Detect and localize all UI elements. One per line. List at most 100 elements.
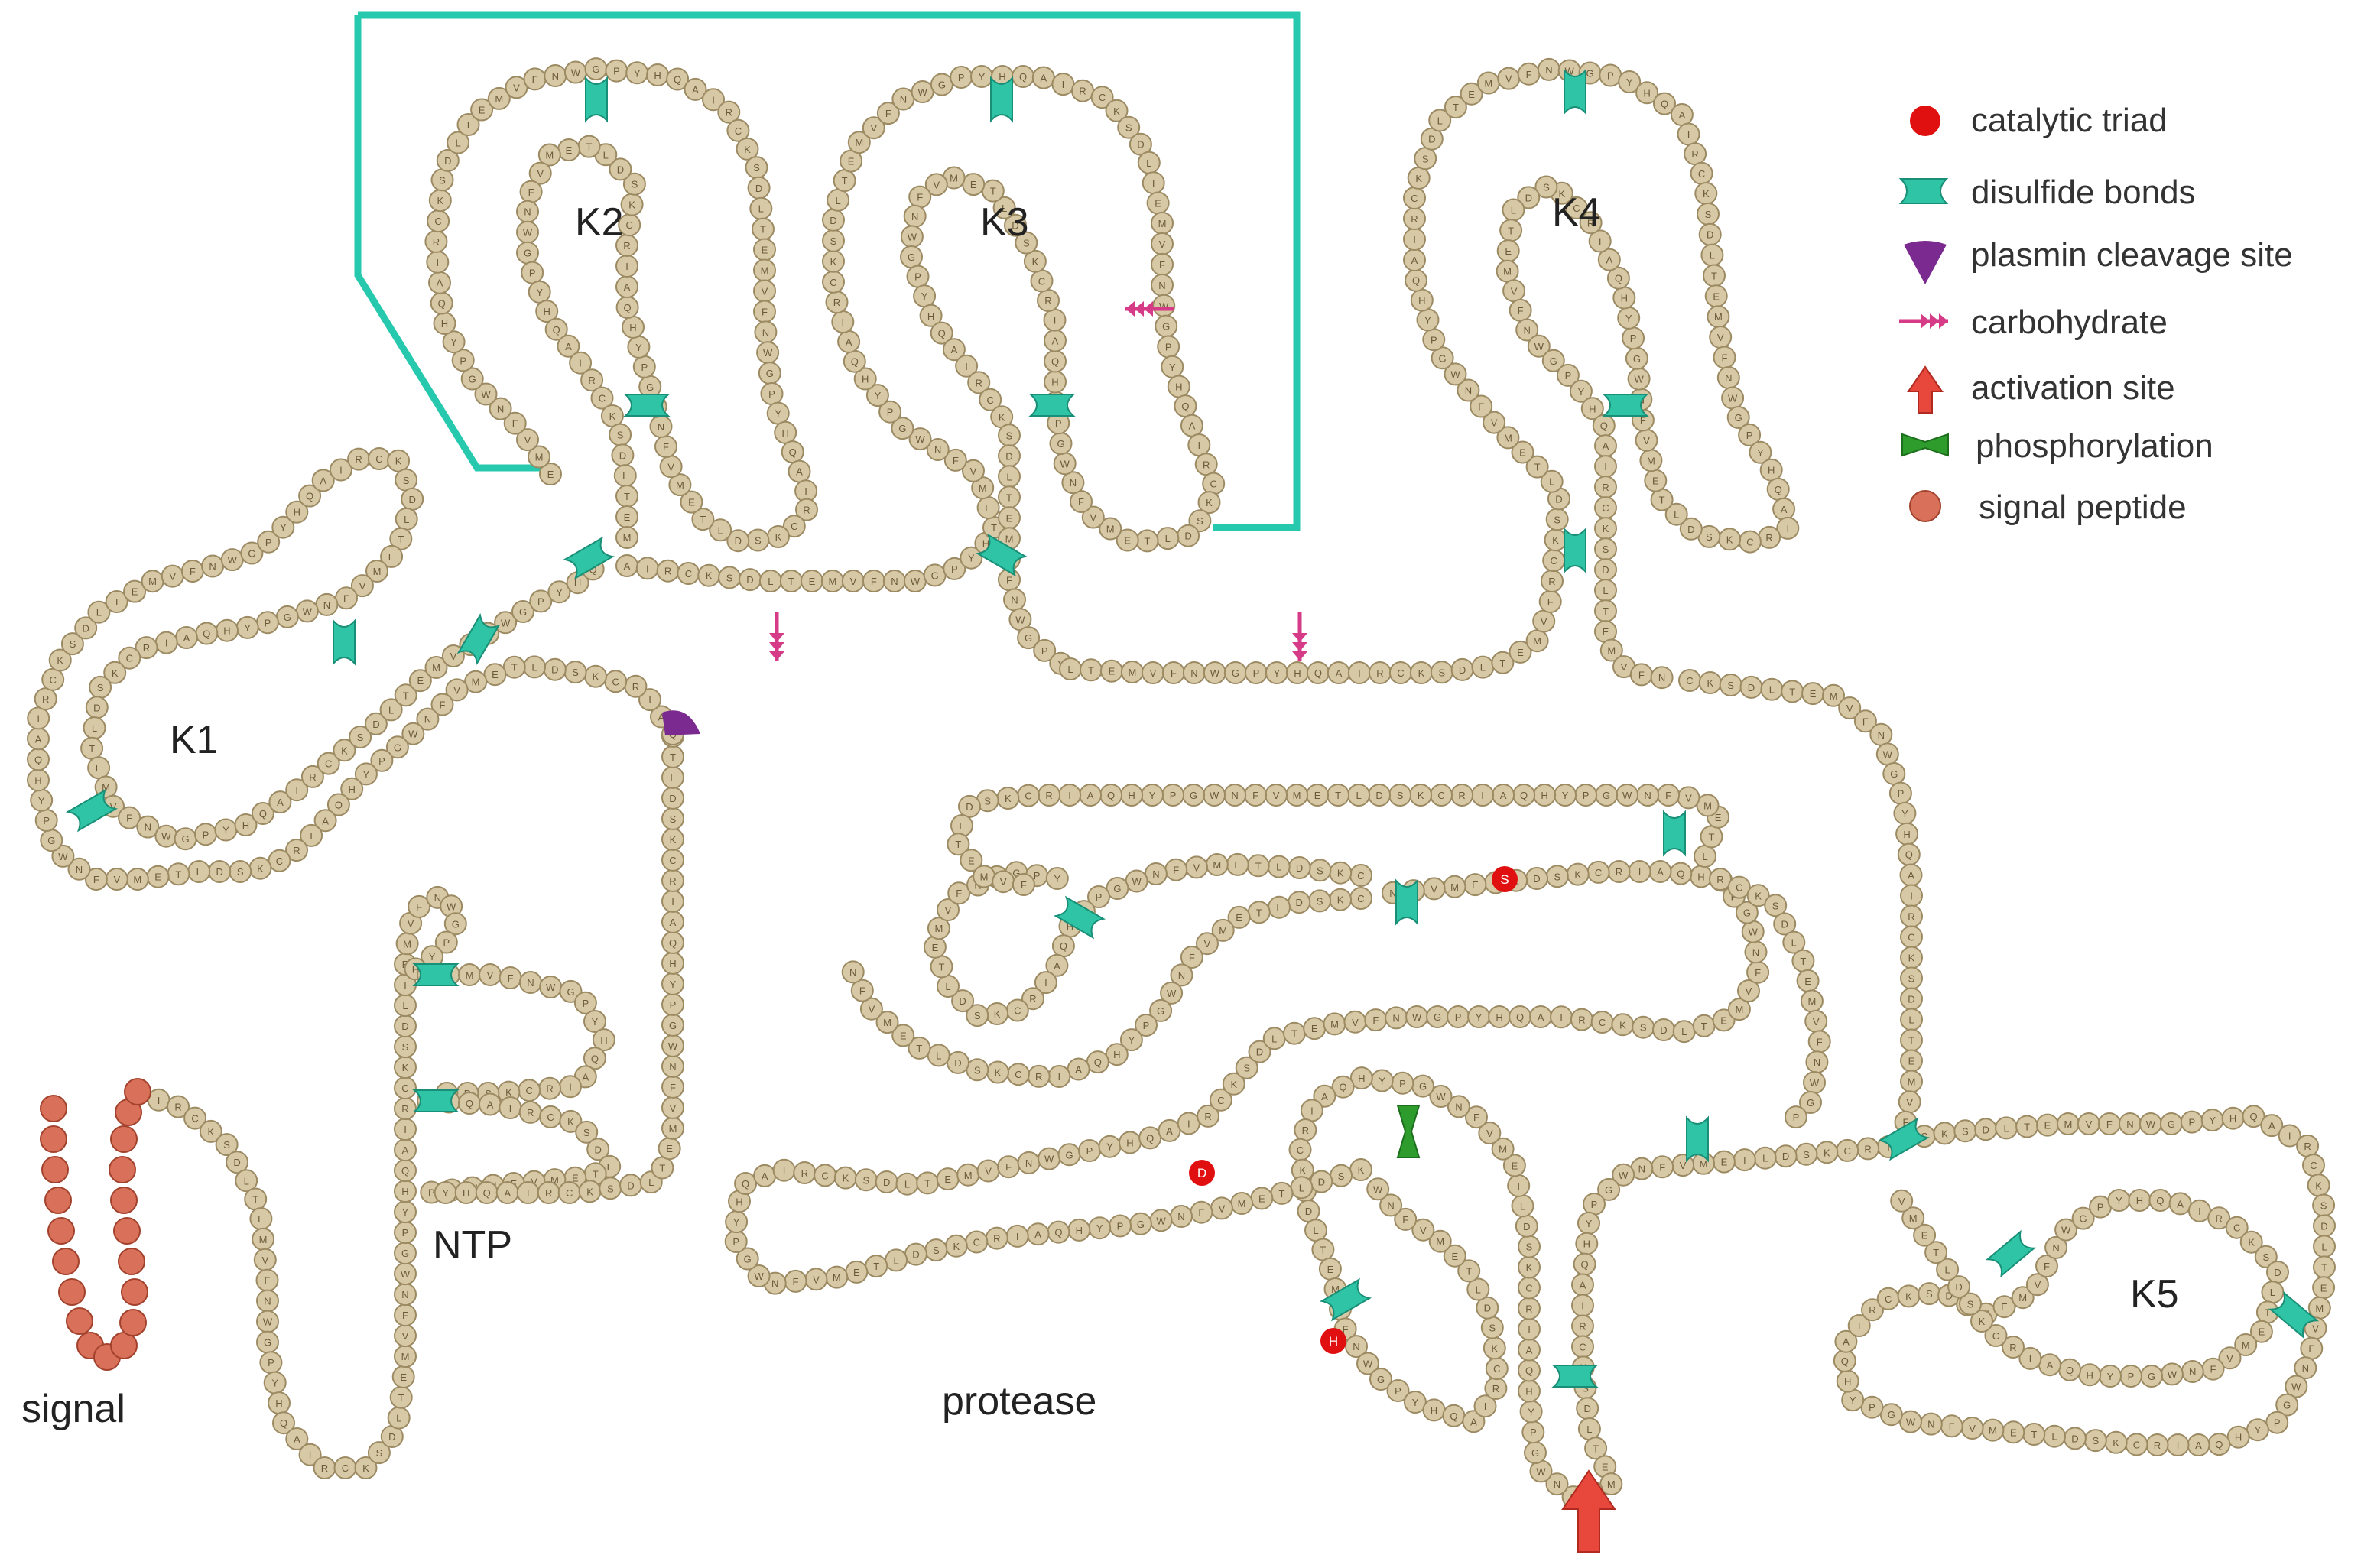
residue-letter: K bbox=[1726, 534, 1733, 545]
residue-bead bbox=[1034, 971, 1057, 995]
residue-bead bbox=[365, 560, 388, 583]
residue-letter: N bbox=[1158, 280, 1165, 291]
residue-letter: K bbox=[2315, 1180, 2322, 1191]
residue-letter: P bbox=[1086, 1145, 1093, 1157]
residue-bead bbox=[2002, 1336, 2025, 1359]
residue-letter: M bbox=[466, 969, 474, 981]
residue-letter: F bbox=[1640, 414, 1646, 426]
residue-letter: M bbox=[550, 1174, 559, 1186]
residue-letter: T bbox=[1701, 1021, 1707, 1032]
residue-bead bbox=[1457, 378, 1480, 402]
catalytic-residue-his bbox=[1320, 1328, 1346, 1354]
residue-letter: H bbox=[1113, 1049, 1120, 1060]
residue-letter: Y bbox=[38, 795, 45, 807]
residue-bead bbox=[67, 857, 91, 881]
legend-cleavage-marker bbox=[1904, 241, 1947, 284]
residue-letter: E bbox=[1451, 1251, 1458, 1262]
residue-letter: D bbox=[1584, 1403, 1591, 1414]
residue-bead bbox=[795, 498, 818, 521]
residue-letter: C bbox=[1736, 882, 1742, 894]
residue-letter: R bbox=[293, 845, 300, 856]
residue-letter: V bbox=[1159, 239, 1166, 250]
residue-letter: P bbox=[265, 617, 271, 628]
residue-letter: F bbox=[1402, 1214, 1408, 1226]
signal-peptide-bead bbox=[66, 1307, 93, 1335]
residue-letter: N bbox=[1725, 372, 1732, 384]
residue-letter: K bbox=[830, 256, 837, 268]
residue-letter: N bbox=[1752, 946, 1759, 958]
residue-letter: G bbox=[1550, 355, 1557, 367]
residue-letter: S bbox=[1338, 1170, 1345, 1182]
residue-letter: G bbox=[766, 368, 774, 379]
residue-bead bbox=[354, 762, 378, 786]
residue-letter: D bbox=[617, 164, 624, 175]
residue-letter: M bbox=[495, 93, 503, 105]
residue-letter: Q bbox=[553, 324, 560, 336]
residue-letter: S bbox=[1640, 1022, 1647, 1034]
residue-letter: H bbox=[1768, 465, 1775, 476]
residue-letter: W bbox=[917, 86, 927, 98]
domain-label-signal: signal bbox=[21, 1387, 125, 1431]
residue-letter: E bbox=[1721, 1157, 1728, 1168]
signal-peptide-bead bbox=[113, 1217, 141, 1245]
residue-bead bbox=[1853, 709, 1877, 733]
residue-letter: C bbox=[599, 393, 606, 404]
residue-letter: R bbox=[726, 107, 732, 118]
residue-letter: M bbox=[1219, 925, 1227, 937]
residue-letter: D bbox=[1296, 862, 1303, 874]
residue-letter: P bbox=[1253, 667, 1260, 679]
residue-letter: C bbox=[342, 1462, 349, 1474]
residue-letter: A bbox=[670, 917, 677, 928]
residue-letter: W bbox=[447, 901, 456, 912]
residue-bead bbox=[370, 748, 394, 772]
residue-bead bbox=[1726, 406, 1750, 429]
residue-letter: K bbox=[609, 411, 616, 422]
residue-letter: G bbox=[646, 381, 654, 393]
residue-letter: P bbox=[1143, 1020, 1150, 1031]
residue-letter: W bbox=[2291, 1381, 2301, 1393]
residue-letter: A bbox=[1075, 1064, 1082, 1076]
residue-letter: K bbox=[1113, 106, 1120, 117]
residue-letter: Q bbox=[1054, 1227, 1062, 1238]
residue-letter: F bbox=[265, 1275, 271, 1287]
residue-letter: V bbox=[1680, 1160, 1687, 1171]
residue-letter: W bbox=[1210, 667, 1220, 679]
residue-letter: M bbox=[980, 871, 989, 882]
residue-letter: N bbox=[1389, 888, 1396, 899]
residue-letter: V bbox=[970, 466, 977, 477]
residue-letter: P bbox=[1583, 790, 1590, 801]
residue-letter: S bbox=[376, 1447, 383, 1459]
residue-letter: L bbox=[1674, 509, 1679, 521]
residue-bead bbox=[876, 102, 900, 125]
residue-letter: V bbox=[667, 461, 674, 472]
residue-letter: F bbox=[1862, 716, 1869, 727]
residue-letter: Y bbox=[450, 336, 457, 348]
residue-bead bbox=[609, 157, 632, 181]
residue-letter: L bbox=[92, 722, 97, 734]
residue-letter: N bbox=[900, 94, 907, 106]
residue-letter: V bbox=[113, 874, 120, 885]
residue-letter: P bbox=[1455, 1011, 1462, 1023]
residue-bead bbox=[1149, 998, 1173, 1022]
residue-bead bbox=[726, 529, 750, 553]
residue-bead bbox=[298, 484, 322, 508]
residue-letter: D bbox=[1707, 229, 1713, 241]
residue-letter: G bbox=[1232, 667, 1239, 679]
residue-letter: F bbox=[793, 1276, 799, 1287]
residue-letter: Y bbox=[2209, 1115, 2216, 1126]
residue-letter: M bbox=[1106, 524, 1115, 535]
residue-letter: K bbox=[1703, 188, 1710, 200]
residue-letter: H bbox=[412, 963, 419, 975]
residue-letter: R bbox=[309, 771, 316, 783]
residue-bead bbox=[442, 330, 466, 354]
residue-letter: N bbox=[849, 966, 856, 978]
residue-letter: K bbox=[1415, 173, 1422, 184]
residue-letter: E bbox=[985, 502, 992, 514]
residue-letter: H bbox=[2235, 1432, 2242, 1443]
residue-bead bbox=[460, 367, 484, 391]
residue-letter: I bbox=[1484, 1401, 1487, 1412]
residue-letter: G bbox=[47, 835, 55, 846]
residue-bead bbox=[1443, 1244, 1466, 1268]
residue-letter: D bbox=[409, 494, 416, 505]
residue-letter: I bbox=[1016, 1231, 1019, 1242]
